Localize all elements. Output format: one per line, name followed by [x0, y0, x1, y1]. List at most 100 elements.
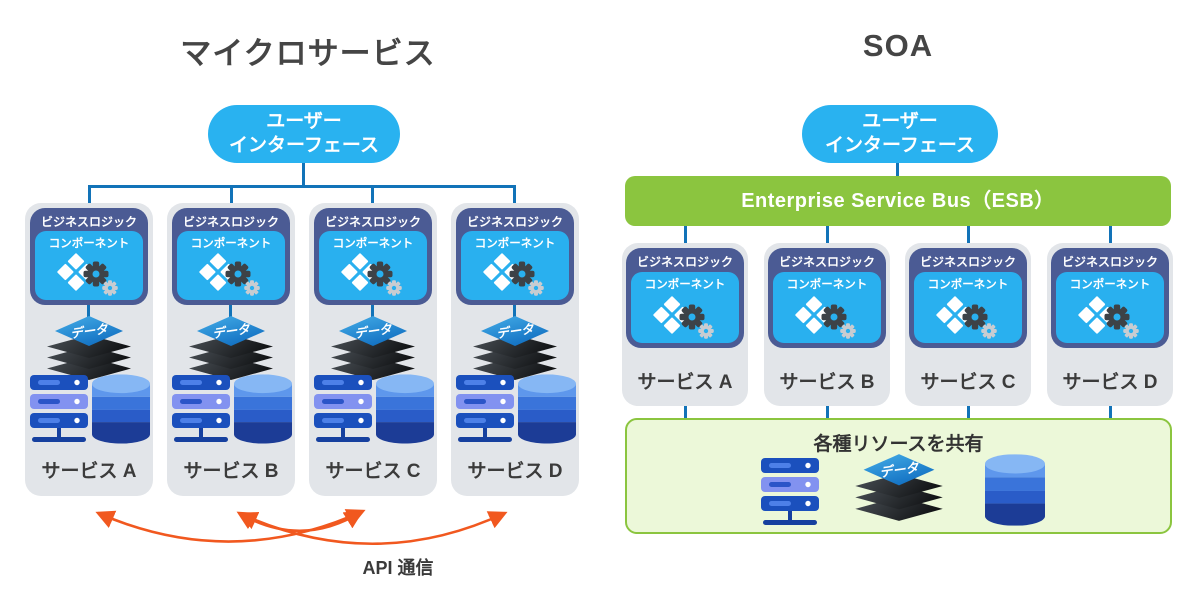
component-label: コンポーネント	[474, 238, 556, 250]
service-a-label: サービス A	[637, 372, 733, 393]
esb-stub-d	[1109, 226, 1112, 247]
resource-stub-c	[967, 406, 970, 420]
component-box: コンポーネント	[1056, 272, 1164, 343]
connector-stub-c	[371, 187, 374, 210]
data-stack-icon: データ	[467, 315, 563, 381]
data-badge: データ	[496, 322, 537, 341]
business-logic-label: ビジネスロジック	[466, 215, 563, 229]
business-logic-label: ビジネスロジック	[1061, 255, 1158, 269]
api-communication-label: API 通信	[362, 558, 434, 578]
business-logic-box: ビジネスロジック コンポーネント	[456, 208, 574, 305]
connector-stem-right	[896, 163, 899, 177]
esb-stub-a	[684, 226, 687, 247]
component-box: コンポーネント	[319, 231, 427, 300]
data-stack-icon: データ	[849, 453, 949, 522]
component-icon	[936, 292, 1002, 340]
component-icon	[57, 249, 123, 297]
component-icon	[653, 292, 719, 340]
server-icon	[761, 458, 819, 528]
business-logic-box: ビジネスロジック コンポーネント	[909, 248, 1027, 348]
business-logic-label: ビジネスロジック	[919, 255, 1016, 269]
data-stack-icon: データ	[325, 315, 421, 381]
component-icon	[795, 292, 861, 340]
service-a-label: サービス A	[41, 461, 137, 482]
connector-stub-a	[88, 187, 91, 210]
service-b-label: サービス B	[183, 461, 279, 482]
component-label: コンポーネント	[48, 238, 130, 250]
database-icon	[518, 373, 576, 445]
resource-stub-b	[826, 406, 829, 420]
business-logic-box: ビジネスロジック コンポーネント	[172, 208, 290, 305]
connector-bus-left	[88, 185, 516, 188]
esb-bar: Enterprise Service Bus（ESB）	[625, 176, 1171, 226]
ui-line1: ユーザー	[862, 110, 938, 132]
data-badge: データ	[70, 322, 111, 341]
business-logic-label: ビジネスロジック	[182, 215, 279, 229]
data-badge: データ	[354, 322, 395, 341]
api-arrow-b-d	[238, 511, 508, 545]
service-c-label: サービス C	[920, 372, 1016, 393]
business-logic-label: ビジネスロジック	[636, 255, 733, 269]
database-icon	[985, 453, 1045, 527]
database-icon	[92, 373, 150, 445]
soa-column-d: ビジネスロジック コンポーネント サービス D	[1047, 243, 1173, 406]
connector-stub-d	[513, 187, 516, 210]
component-box: コンポーネント	[631, 272, 739, 343]
component-box: コンポーネント	[773, 272, 881, 343]
component-icon	[1078, 292, 1144, 340]
data-stack-icon: データ	[41, 315, 137, 381]
business-logic-label: ビジネスロジック	[324, 215, 421, 229]
service-d-label: サービス D	[1062, 372, 1158, 393]
soa-column-c: ビジネスロジック コンポーネント サービス C	[905, 243, 1031, 406]
microservices-title: マイクロサービス	[180, 36, 436, 71]
data-badge: データ	[879, 460, 921, 480]
data-connector-line	[371, 305, 374, 319]
soa-column-a: ビジネスロジック コンポーネント サービス A	[622, 243, 748, 406]
microservice-column-a: ビジネスロジック コンポーネント データ サービス A	[25, 203, 153, 496]
data-stack-icon: データ	[183, 315, 279, 381]
database-icon	[234, 373, 292, 445]
server-icon	[314, 375, 372, 445]
soa-title: SOA	[862, 28, 934, 63]
component-icon	[483, 249, 549, 297]
component-label: コンポーネント	[332, 238, 414, 250]
component-label: コンポーネント	[190, 238, 272, 250]
component-label: コンポーネント	[786, 279, 868, 291]
business-logic-box: ビジネスロジック コンポーネント	[1051, 248, 1169, 348]
shared-resources-box: 各種リソースを共有 データ	[625, 418, 1172, 534]
ui-line2: インターフェース	[825, 135, 975, 156]
business-logic-box: ビジネスロジック コンポーネント	[30, 208, 148, 305]
connector-stem-left	[302, 163, 305, 187]
esb-stub-c	[967, 226, 970, 247]
resource-stub-d	[1109, 406, 1112, 420]
microservice-column-b: ビジネスロジック コンポーネント データ サービス B	[167, 203, 295, 496]
server-icon	[172, 375, 230, 445]
ui-line2: インターフェース	[229, 135, 379, 156]
resource-stub-a	[684, 406, 687, 420]
database-icon	[376, 373, 434, 445]
data-connector-line	[229, 305, 232, 319]
server-icon	[456, 375, 514, 445]
business-logic-box: ビジネスロジック コンポーネント	[314, 208, 432, 305]
service-c-label: サービス C	[325, 461, 421, 482]
business-logic-label: ビジネスロジック	[40, 215, 137, 229]
component-icon	[341, 249, 407, 297]
component-label: コンポーネント	[1069, 279, 1151, 291]
component-box: コンポーネント	[914, 272, 1022, 343]
server-icon	[30, 375, 88, 445]
api-arrow-b-c	[236, 510, 364, 533]
service-b-label: サービス B	[779, 372, 875, 393]
component-box: コンポーネント	[35, 231, 143, 300]
data-connector-line	[513, 305, 516, 319]
service-d-label: サービス D	[467, 461, 563, 482]
component-box: コンポーネント	[177, 231, 285, 300]
esb-stub-b	[826, 226, 829, 247]
component-box: コンポーネント	[461, 231, 569, 300]
user-interface-box-right: ユーザー インターフェース	[802, 105, 998, 163]
business-logic-box: ビジネスロジック コンポーネント	[768, 248, 886, 348]
data-badge: データ	[212, 322, 253, 341]
ui-line1: ユーザー	[266, 110, 342, 132]
business-logic-box: ビジネスロジック コンポーネント	[626, 248, 744, 348]
shared-resources-title: 各種リソースを共有	[813, 434, 984, 455]
microservice-column-c: ビジネスロジック コンポーネント データ サービス C	[309, 203, 437, 496]
